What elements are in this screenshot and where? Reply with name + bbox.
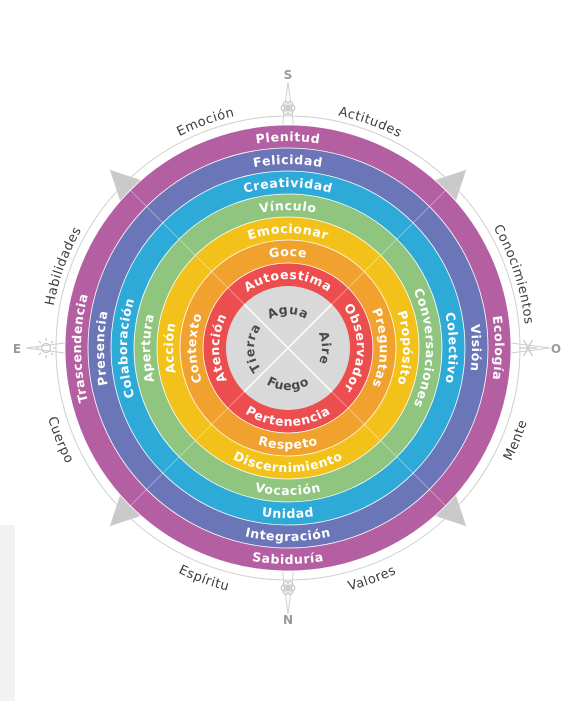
- ring-5-left-label-text: Acción: [161, 321, 178, 375]
- ring-2-left-label-text: Presencia: [92, 309, 110, 387]
- snowflake-icon: [519, 339, 537, 357]
- ring-1-right-label: Ecología: [490, 315, 507, 382]
- ring-1-left-label: Trascendencia: [69, 292, 91, 405]
- ring-3-right-label: Colectivo: [442, 311, 461, 385]
- outer-label-cuerpo: Cuerpo: [44, 415, 76, 466]
- compass-east-label: O: [551, 342, 561, 356]
- ring-3-bottom-label-text: Unidad: [261, 504, 314, 521]
- ring-4-bottom-label-text: Vocación: [254, 479, 321, 498]
- ring-1-left-label-text: Trascendencia: [69, 292, 90, 405]
- ring-2-left-label: Presencia: [92, 309, 111, 387]
- center-divider: [243, 303, 333, 393]
- sun-icon: [36, 338, 56, 358]
- ring-2-right-label: Visión: [468, 324, 484, 373]
- ring-1-top-label: Plenitud: [255, 129, 322, 146]
- outer-label-cuerpo-text: Cuerpo: [44, 415, 76, 466]
- compass-west-label: E: [13, 342, 21, 356]
- center-circle: [226, 286, 350, 410]
- ring-2-right-label-text: Visión: [468, 324, 484, 373]
- ring-6-right-label: Preguntas: [369, 306, 392, 390]
- ring-3-left-label: Colaboración: [115, 296, 137, 400]
- ring-6-left-label: Contexto: [184, 311, 205, 386]
- center-right-label-text: Aire: [316, 329, 334, 367]
- ring-4-left-label-text: Apertura: [138, 312, 156, 384]
- ring-5-left-label: Acción: [161, 321, 179, 375]
- center-bottom-label-text: Fuego: [265, 373, 311, 393]
- center-right-label: Aire: [316, 329, 334, 367]
- ring-3-bottom-label: Unidad: [261, 504, 315, 521]
- center-bottom-label: Fuego: [265, 373, 311, 393]
- ring-6-left-label-text: Contexto: [184, 311, 205, 386]
- center-left-label-text: Tierra: [242, 320, 263, 375]
- outer-label-espiritu: Espíritu: [176, 563, 230, 595]
- ring-4-left-label: Apertura: [138, 312, 157, 384]
- compass-pointer-se: [432, 492, 467, 527]
- outer-label-espiritu-text: Espíritu: [176, 563, 230, 595]
- outer-label-valores: Valores: [346, 563, 398, 594]
- compass-south-label: N: [283, 613, 293, 627]
- flower-icon: [280, 581, 296, 595]
- outer-label-mente: Mente: [501, 418, 531, 463]
- ring-2-top-label: Felicidad: [252, 152, 324, 170]
- ring-2-top-label-text: Felicidad: [252, 152, 323, 170]
- side-panel: [0, 525, 15, 701]
- ring-1-bottom-label: Sabiduría: [251, 549, 324, 567]
- ring-6-right-label-text: Preguntas: [369, 306, 391, 390]
- compass-pointer-nw: [109, 169, 144, 204]
- ring-5-top-label-text: Emocionar: [245, 221, 330, 243]
- ring-4-bottom-label: Vocación: [254, 479, 322, 498]
- ring-3-left-label-text: Colaboración: [115, 296, 137, 400]
- ring-6-bottom-label-text: Respeto: [257, 433, 319, 452]
- ring-2-bottom-label: Integración: [244, 524, 332, 544]
- outer-label-valores-text: Valores: [346, 563, 398, 594]
- flower-icon: [280, 101, 296, 115]
- ring-3-top-label-text: Creatividad: [242, 175, 334, 196]
- ring-5-right-label-text: Propósito: [394, 309, 414, 388]
- ring-6-top-label: Goce: [268, 244, 308, 261]
- ring-6-bottom-label: Respeto: [257, 433, 319, 452]
- ring-1-top-label-text: Plenitud: [255, 129, 321, 146]
- ring-5-right-label: Propósito: [394, 309, 415, 388]
- ring-5-top-label: Emocionar: [245, 221, 330, 243]
- compass-north-label: S: [284, 68, 293, 82]
- ring-6-top-label-text: Goce: [268, 244, 308, 261]
- ring-1-right-label-text: Ecología: [490, 315, 507, 382]
- compass-pointer-ne: [432, 169, 467, 204]
- ring-2-bottom-label-text: Integración: [244, 524, 331, 544]
- ring-1-bottom-label-text: Sabiduría: [251, 549, 324, 567]
- outer-label-mente-text: Mente: [501, 418, 530, 463]
- compass-pointer-sw: [109, 492, 144, 527]
- ring-3-right-label-text: Colectivo: [442, 311, 460, 385]
- center-left-label: Tierra: [242, 320, 264, 375]
- ring-3-top-label: Creatividad: [242, 175, 335, 196]
